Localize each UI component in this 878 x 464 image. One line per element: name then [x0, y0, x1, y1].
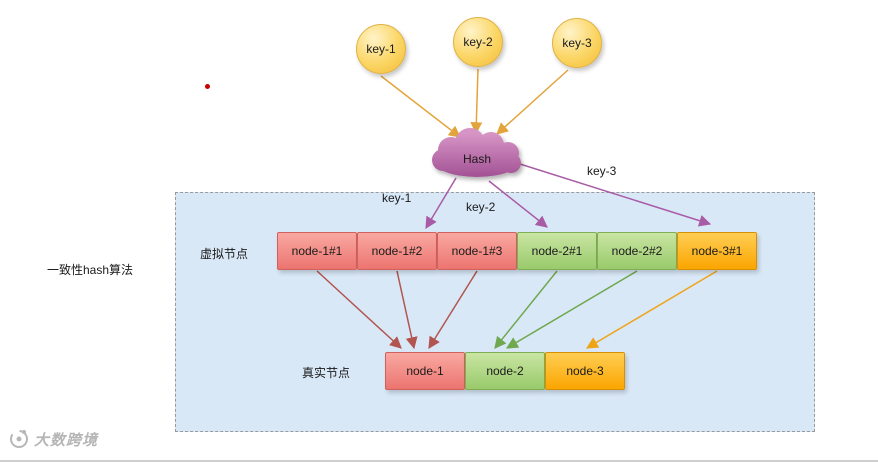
arrows-virtual-to-real-red: [316, 270, 478, 350]
diagram-title: 一致性hash算法: [47, 263, 134, 277]
virtual-node-2-2-label: node-2#2: [611, 244, 663, 258]
flow-label-key-3: key-3: [587, 164, 617, 178]
key-3-circle: key-3: [552, 18, 602, 68]
virtual-node-2-1: node-2#1: [517, 232, 597, 270]
key-2-label: key-2: [463, 35, 493, 49]
red-dot-mark: [205, 84, 210, 89]
real-node-1: node-1: [385, 352, 465, 390]
virtual-node-1-2: node-1#2: [357, 232, 437, 270]
real-node-3: node-3: [545, 352, 625, 390]
arrows-hash-to-virtual: [425, 163, 712, 230]
watermark: 大数跨境: [8, 428, 98, 450]
arrows-virtual-to-real-green: [494, 270, 638, 349]
watermark-logo-icon: [10, 430, 28, 448]
real-node-2-label: node-2: [486, 364, 524, 378]
arrows-keys-to-hash: [380, 68, 569, 138]
key-1-label: key-1: [366, 42, 396, 56]
key-1-circle: key-1: [356, 24, 406, 74]
flow-label-key-2: key-2: [466, 200, 496, 214]
virtual-nodes-label: 虚拟节点: [200, 247, 249, 261]
virtual-node-2-1-label: node-2#1: [531, 244, 583, 258]
virtual-node-1-1: node-1#1: [277, 232, 357, 270]
real-node-2: node-2: [465, 352, 545, 390]
real-node-3-label: node-3: [566, 364, 604, 378]
virtual-node-1-3-label: node-1#3: [451, 244, 503, 258]
flow-label-key-1: key-1: [382, 191, 412, 205]
virtual-node-3-1-label: node-3#1: [691, 244, 743, 258]
bottom-edge-line: [0, 460, 878, 462]
virtual-node-2-2: node-2#2: [597, 232, 677, 270]
hash-cloud-label: Hash: [463, 152, 491, 166]
watermark-text: 大数跨境: [34, 431, 99, 449]
real-nodes-label: 真实节点: [302, 366, 351, 380]
real-node-1-label: node-1: [406, 364, 444, 378]
key-3-label: key-3: [562, 36, 592, 50]
virtual-node-1-1-label: node-1#1: [291, 244, 343, 258]
virtual-node-1-3: node-1#3: [437, 232, 517, 270]
arrows-virtual-to-real-orange: [585, 270, 718, 349]
virtual-node-3-1: node-3#1: [677, 232, 757, 270]
virtual-node-1-2-label: node-1#2: [371, 244, 423, 258]
hash-cloud: [432, 128, 521, 177]
key-2-circle: key-2: [453, 17, 503, 67]
